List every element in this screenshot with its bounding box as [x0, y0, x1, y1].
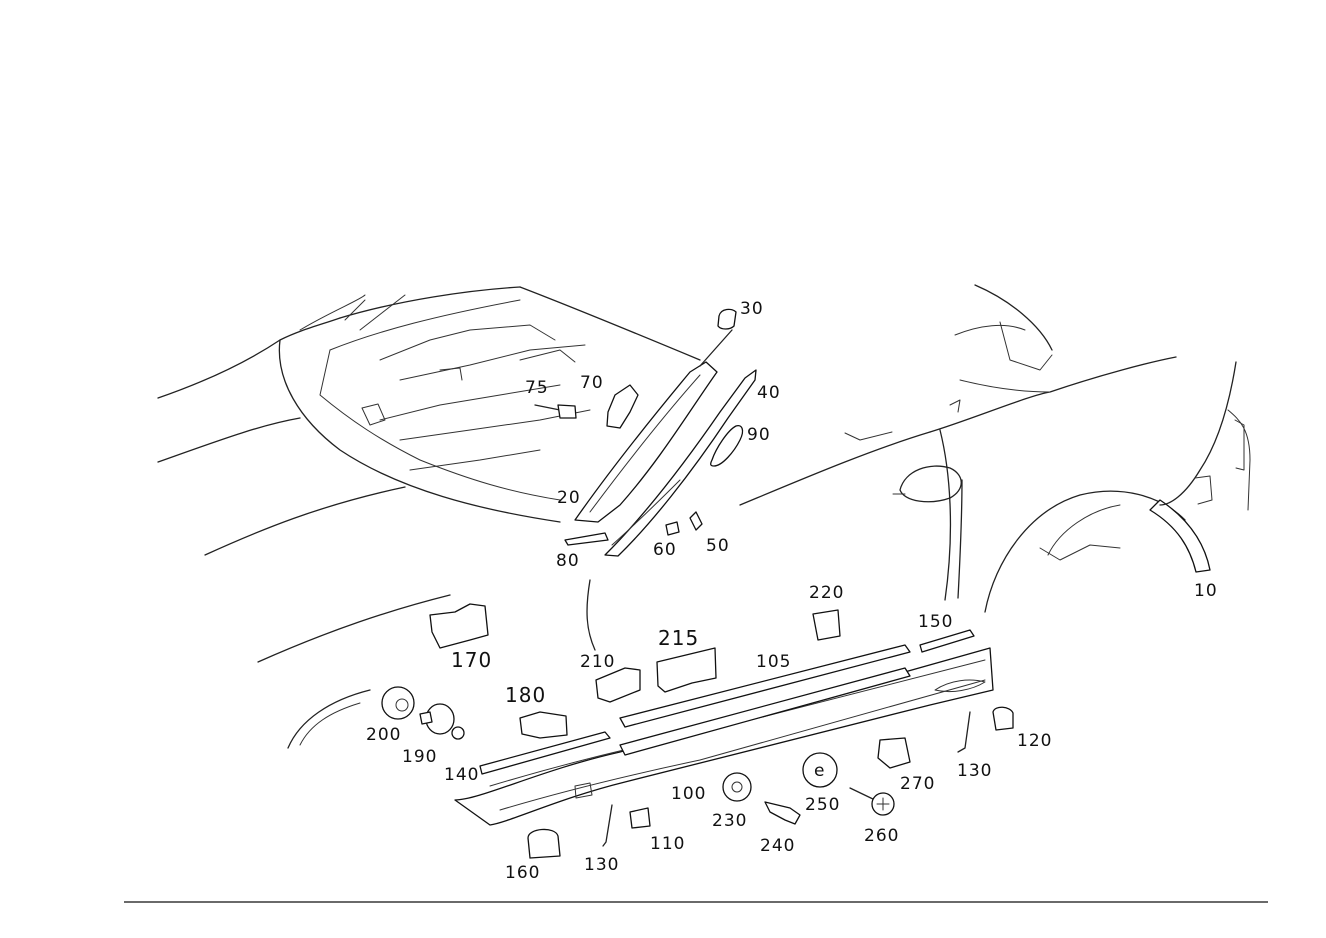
label-220: 220: [809, 583, 844, 603]
label-90: 90: [747, 425, 771, 445]
part-80-bracket: [564, 532, 609, 546]
part-70-bracket: [606, 384, 639, 429]
label-75: 75: [525, 378, 549, 398]
part-105-trim-strip-lower: [619, 667, 911, 756]
part-50-clip: [689, 511, 703, 531]
label-120: 120: [1017, 731, 1052, 751]
car-body-outline: [157, 284, 1251, 749]
part-160-clip: [527, 828, 561, 859]
label-180: 180: [505, 683, 546, 707]
part-20-a-pillar-trim: [574, 361, 718, 523]
label-250: 250: [805, 795, 840, 815]
label-40: 40: [757, 383, 781, 403]
part-30-cap: [717, 308, 737, 330]
part-labels: 10 20 30 40 50 60 70 75 80 90 100 105 11…: [366, 299, 1218, 883]
label-260: 260: [864, 826, 899, 846]
part-130b-wire: [957, 711, 971, 753]
part-150-strip: [919, 629, 975, 653]
part-170-bracket: [429, 603, 489, 649]
part-270-clip: [877, 737, 911, 769]
label-50: 50: [706, 536, 730, 556]
label-210: 210: [580, 652, 615, 672]
part-210-bracket: [595, 667, 641, 703]
label-160: 160: [505, 863, 540, 883]
label-140: 140: [444, 765, 479, 785]
part-190-push-clip: [419, 703, 465, 740]
part-75-pin: [534, 404, 577, 419]
label-60: 60: [653, 540, 677, 560]
label-130-left: 130: [584, 855, 619, 875]
part-215-bracket: [656, 647, 717, 693]
part-230-clip: [722, 772, 752, 802]
part-110-cap: [629, 807, 651, 829]
part-250-nut: e: [802, 752, 838, 788]
part-100-sill-panel: [454, 647, 994, 826]
part-90-gasket: [710, 424, 744, 467]
part-140-strip: [479, 731, 611, 775]
label-105: 105: [756, 652, 791, 672]
label-215: 215: [658, 626, 699, 650]
part-120-cap: [992, 706, 1014, 731]
part-60-clip: [665, 521, 680, 536]
label-150: 150: [918, 612, 953, 632]
label-110: 110: [650, 834, 685, 854]
label-20: 20: [557, 488, 581, 508]
label-200: 200: [366, 725, 401, 745]
label-170: 170: [451, 648, 492, 672]
part-200-grommet: [381, 686, 415, 720]
label-70: 70: [580, 373, 604, 393]
part-40-pillar-molding: [604, 369, 757, 557]
part-220-clip: [812, 609, 841, 641]
part-240-screw: [764, 801, 801, 825]
label-270: 270: [900, 774, 935, 794]
label-240: 240: [760, 836, 795, 856]
arrow-30: [699, 329, 733, 367]
label-230: 230: [712, 811, 747, 831]
label-30: 30: [740, 299, 764, 319]
svg-text:e: e: [814, 761, 825, 781]
label-130-right: 130: [957, 761, 992, 781]
label-100: 100: [671, 784, 706, 804]
label-10: 10: [1194, 581, 1218, 601]
part-180-clip: [519, 711, 568, 739]
label-190: 190: [402, 747, 437, 767]
part-130a-wire: [602, 804, 613, 847]
part-260-screw: [849, 787, 895, 816]
part-105-trim-strip: [619, 644, 911, 728]
label-80: 80: [556, 551, 580, 571]
